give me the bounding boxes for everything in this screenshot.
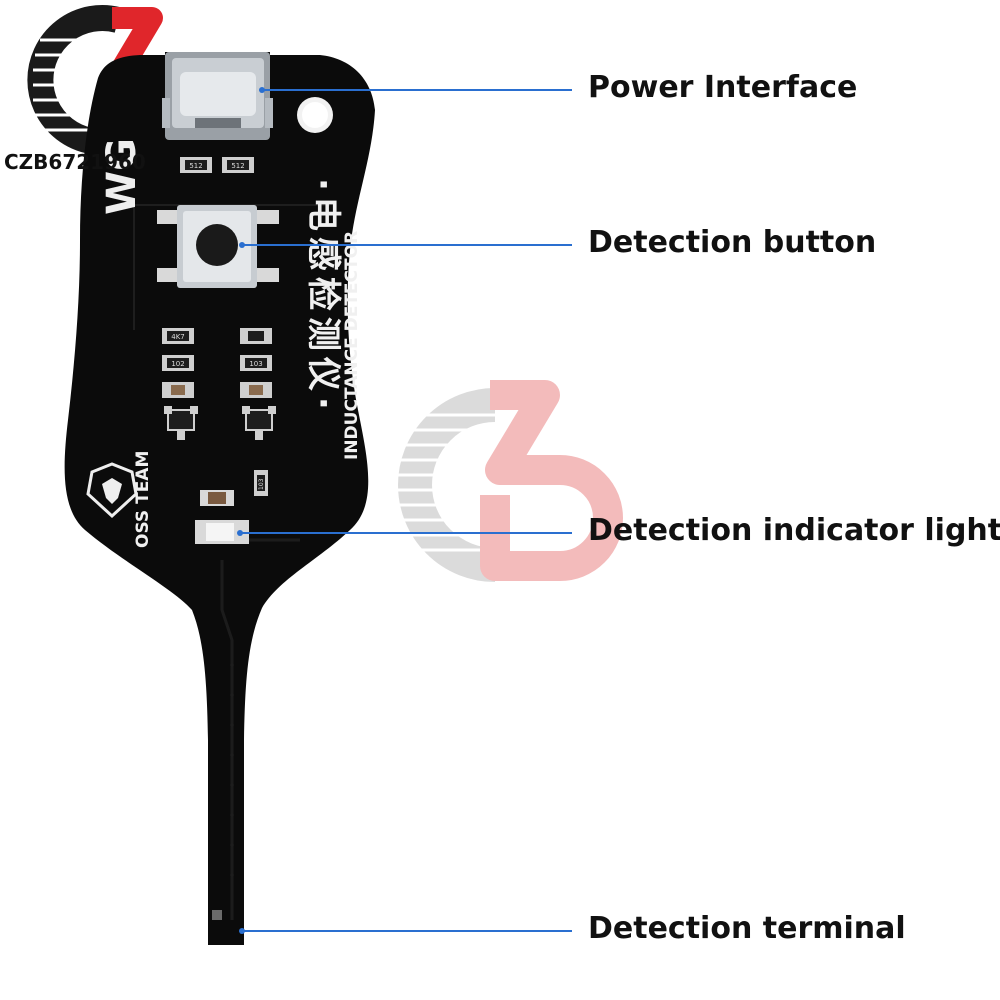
svg-text:4K7: 4K7 bbox=[171, 333, 185, 341]
board-team-text: OSS TEAM bbox=[133, 451, 153, 548]
board-model-text: WG bbox=[99, 138, 145, 215]
detection-button bbox=[157, 205, 279, 288]
team-logo-icon bbox=[86, 462, 138, 519]
pcb-board: WG ·电感检测仪· INDUCTANCE DETECTOR OSS TEAM … bbox=[64, 52, 375, 945]
svg-text:512: 512 bbox=[189, 162, 202, 170]
leader-detection-terminal bbox=[242, 930, 572, 932]
leader-detection-button bbox=[242, 244, 572, 246]
board-title-en: INDUCTANCE DETECTOR bbox=[342, 231, 362, 460]
svg-text:102: 102 bbox=[171, 360, 184, 368]
svg-text:512: 512 bbox=[231, 162, 244, 170]
callout-detection-terminal: Detection terminal bbox=[588, 911, 906, 946]
callout-detection-indicator-light: Detection indicator light bbox=[588, 513, 1000, 548]
watermark-zb-icon bbox=[480, 380, 623, 581]
callout-detection-button: Detection button bbox=[588, 225, 877, 260]
brand-logo-text: CZB6721960 bbox=[4, 150, 146, 174]
leader-power-interface bbox=[262, 89, 572, 91]
detection-terminal-tip bbox=[212, 910, 222, 920]
leader-indicator-light bbox=[240, 532, 572, 534]
callout-power-interface: Power Interface bbox=[588, 70, 858, 105]
svg-text:103: 103 bbox=[249, 360, 262, 368]
usb-c-connector bbox=[162, 52, 273, 140]
watermark-logo bbox=[386, 380, 623, 582]
logo-c-icon bbox=[27, 5, 125, 155]
board-title-cn: ·电感检测仪· bbox=[303, 178, 343, 416]
smd-components: 512 512 4K7 102 103 bbox=[162, 157, 276, 496]
svg-text:103: 103 bbox=[258, 478, 265, 490]
